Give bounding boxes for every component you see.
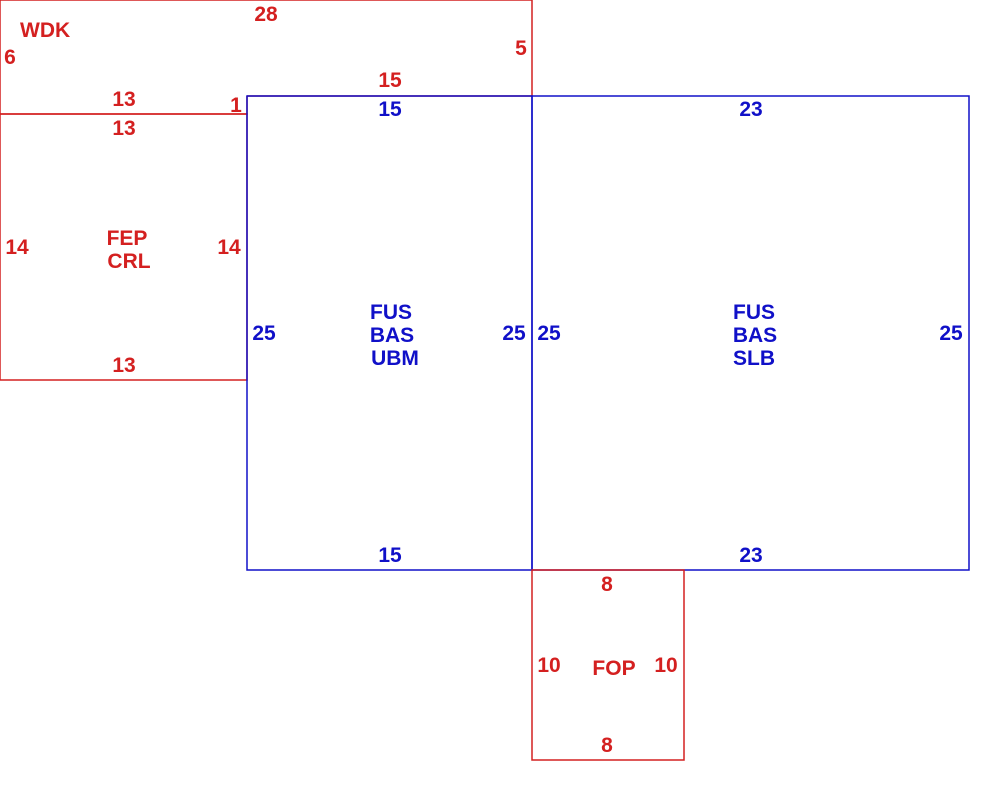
fus-bas-slb-dim-left: 25 xyxy=(537,322,561,345)
area-fep-crl: FEP CRL 13 13 14 14 xyxy=(0,113,248,381)
fus-bas-ubm-label-2: BAS xyxy=(370,324,414,347)
area-fus-bas-ubm: FUS BAS UBM 15 15 25 25 xyxy=(246,95,533,571)
fus-bas-ubm-dim-right: 25 xyxy=(502,322,526,345)
wdk-dim-bottom-right: 15 xyxy=(378,69,402,92)
wdk-dim-left: 6 xyxy=(4,46,16,69)
wdk-label: WDK xyxy=(20,19,70,42)
wdk-dim-top: 28 xyxy=(254,3,278,26)
fus-bas-slb-dim-bottom: 23 xyxy=(739,544,762,567)
fop-outline xyxy=(531,569,685,761)
fep-crl-dim-right: 14 xyxy=(217,236,241,259)
fus-bas-slb-label-2: BAS xyxy=(733,324,777,347)
fop-dim-bottom: 8 xyxy=(601,734,613,757)
fep-crl-dim-left: 14 xyxy=(5,236,29,259)
wdk-dim-right: 5 xyxy=(515,37,527,60)
fep-crl-label-1: FEP xyxy=(107,227,148,250)
fus-bas-slb-dim-right: 25 xyxy=(939,322,963,345)
fop-label: FOP xyxy=(592,657,635,680)
fus-bas-slb-label-3: SLB xyxy=(733,347,775,370)
area-fop: FOP 8 8 10 10 xyxy=(531,569,685,761)
fus-bas-ubm-dim-top: 15 xyxy=(378,98,402,121)
area-fus-bas-slb: FUS BAS SLB 23 23 25 25 xyxy=(531,95,970,571)
fop-dim-left: 10 xyxy=(537,654,560,677)
fop-dim-right: 10 xyxy=(654,654,677,677)
fep-crl-dim-top: 13 xyxy=(112,117,135,140)
fus-bas-slb-dim-top: 23 xyxy=(739,98,762,121)
fep-crl-label-2: CRL xyxy=(107,250,150,273)
fus-bas-ubm-label-3: UBM xyxy=(371,347,419,370)
fus-bas-ubm-label-1: FUS xyxy=(370,301,412,324)
area-wdk: WDK 28 6 5 13 15 1 xyxy=(0,0,533,117)
fus-bas-slb-label-1: FUS xyxy=(733,301,775,324)
fus-bas-ubm-dim-bottom: 15 xyxy=(378,544,402,567)
fus-bas-slb-outline xyxy=(531,95,970,571)
wdk-dim-step: 1 xyxy=(230,94,242,117)
fop-dim-top: 8 xyxy=(601,573,613,596)
wdk-dim-bottom-left: 13 xyxy=(112,88,135,111)
fus-bas-ubm-dim-left: 25 xyxy=(252,322,276,345)
fep-crl-dim-bottom: 13 xyxy=(112,354,135,377)
